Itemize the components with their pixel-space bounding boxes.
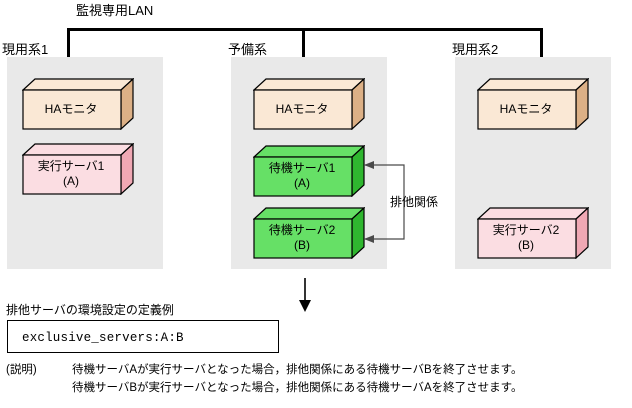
note-line-1: 待機サーバAが実行サーバとなった場合，排他関係にある待機サーバBを終了させます。 — [72, 364, 523, 376]
box-standby-server-1: 待機サーバ1 (A) — [253, 145, 365, 197]
exclusion-label: 排他関係 — [390, 195, 439, 209]
definition-code-box: exclusive_servers:A:B — [7, 320, 279, 353]
note-label: (説明) — [6, 364, 37, 376]
box-ha-monitor-1: HAモニタ — [22, 78, 134, 130]
definition-code-text: exclusive_servers:A:B — [22, 331, 184, 345]
note-line-2: 待機サーバBが実行サーバとなった場合，排他関係にある待機サーバAを終了させます。 — [72, 382, 523, 394]
lan-drop-active-1 — [67, 28, 70, 58]
definition-caption: 排他サーバの環境設定の定義例 — [6, 303, 174, 317]
box-ha-monitor-2: HAモニタ — [253, 78, 365, 130]
panel-label-active-1: 現用系1 — [2, 42, 49, 57]
box-active-server-2: 実行サーバ2 (B) — [477, 207, 589, 259]
box-ha-monitor-3: HAモニタ — [477, 78, 589, 130]
lan-bus-horizontal — [67, 28, 543, 31]
lan-drop-active-2 — [540, 28, 543, 58]
lan-title: 監視専用LAN — [76, 3, 154, 18]
box-standby-server-2: 待機サーバ2 (B) — [253, 207, 365, 259]
lan-drop-standby — [302, 28, 305, 58]
exclusion-bracket — [364, 161, 405, 243]
panel-label-standby: 予備系 — [228, 42, 268, 57]
down-arrow-icon — [299, 278, 311, 312]
box-active-server-1: 実行サーバ1 (A) — [22, 143, 134, 195]
panel-label-active-2: 現用系2 — [452, 42, 499, 57]
